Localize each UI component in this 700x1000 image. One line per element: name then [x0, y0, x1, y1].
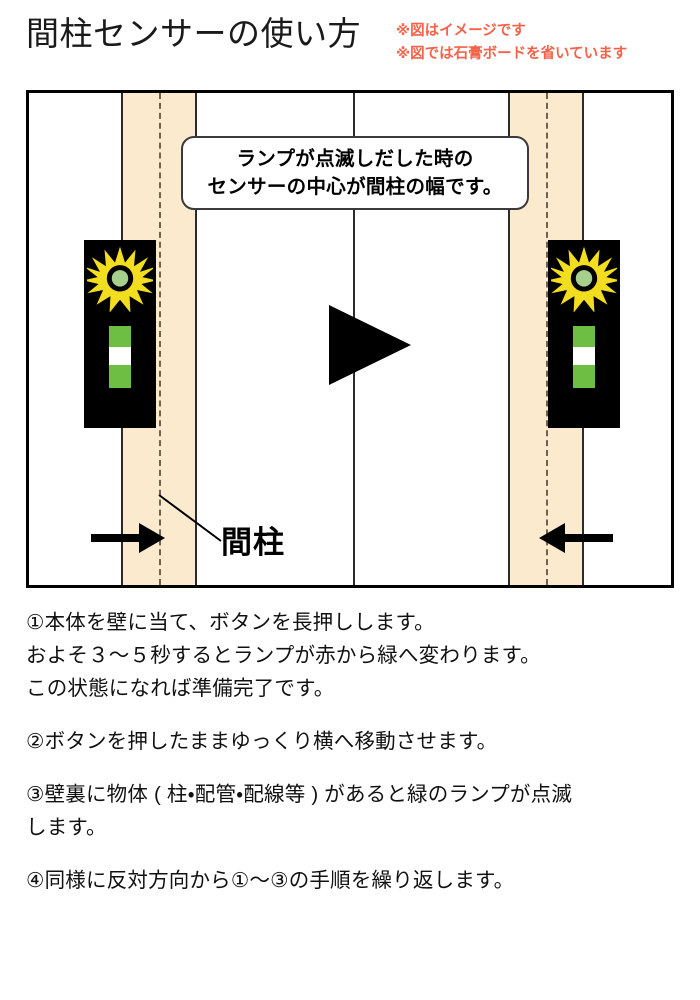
header-note-2: ※図では石膏ボードを省いています [396, 46, 628, 62]
stud-label: 間柱 [221, 525, 285, 560]
power-button-right[interactable] [573, 326, 595, 388]
callout-line-2: センサーの中心が間柱の幅です。 [207, 176, 503, 198]
blinking-lamp-icon-right [551, 246, 617, 312]
step-2-line-1: ②ボタンを押したままゆっくり横へ移動させます。 [26, 730, 498, 753]
callout-balloon: ランプが点滅しだした時の センサーの中心が間柱の幅です。 [181, 136, 529, 210]
sensor-device-left [84, 240, 156, 428]
power-button-left[interactable] [109, 326, 131, 388]
sensor-device-right [548, 240, 620, 428]
step-1-line-1: ①本体を壁に当て、ボタンを長押しします。 [26, 611, 435, 634]
instruction-step-1: ①本体を壁に当て、ボタンを長押しします。 およそ３〜５秒するとランプが赤から緑へ… [26, 606, 681, 705]
step-3-line-2: します。 [26, 816, 107, 839]
page-title: 間柱センサーの使い方 [26, 15, 361, 52]
header-notes: ※図はイメージです ※図では石膏ボードを省いています [396, 20, 627, 66]
power-button-gap-right [573, 347, 595, 365]
step-4-line-1: ④同様に反対方向から①〜③の手順を繰り返します。 [26, 869, 515, 892]
step-1-line-2: およそ３〜５秒するとランプが赤から緑へ変わります。 [26, 644, 541, 667]
step-spacer-3 [26, 844, 681, 864]
step-1-line-3: この状態になれば準備完了です。 [26, 677, 335, 700]
header-note-1: ※図はイメージです [396, 23, 526, 39]
move-right-arrow-icon [91, 521, 165, 555]
instructions-list: ①本体を壁に当て、ボタンを長押しします。 およそ３〜５秒するとランプが赤から緑へ… [26, 606, 681, 897]
power-button-gap-left [109, 347, 131, 365]
stud-centerline-right [546, 93, 548, 585]
wall-diagram-canvas: ランプが点滅しだした時の センサーの中心が間柱の幅です。 [29, 93, 671, 585]
instruction-step-4: ④同様に反対方向から①〜③の手順を繰り返します。 [26, 864, 681, 897]
step-spacer-2 [26, 758, 681, 778]
instruction-step-2: ②ボタンを押したままゆっくり横へ移動させます。 [26, 725, 681, 758]
instruction-step-3: ③壁裏に物体 ( 柱・配管・配線等 ) があると緑のランプが点滅 します。 [26, 778, 681, 844]
blinking-lamp-icon-left [87, 246, 153, 312]
wall-diagram: ランプが点滅しだした時の センサーの中心が間柱の幅です。 [26, 90, 674, 588]
callout-line-1: ランプが点滅しだした時の [236, 148, 474, 170]
play-triangle-icon [325, 301, 411, 389]
stud-centerline-left [159, 93, 161, 585]
header: 間柱センサーの使い方 ※図はイメージです ※図では石膏ボードを省いています [0, 0, 700, 84]
step-3-line-1: ③壁裏に物体 ( 柱・配管・配線等 ) があると緑のランプが点滅 [26, 783, 573, 806]
stud-leader-line [157, 493, 225, 545]
step-spacer-1 [26, 705, 681, 725]
move-left-arrow-icon [539, 521, 613, 555]
